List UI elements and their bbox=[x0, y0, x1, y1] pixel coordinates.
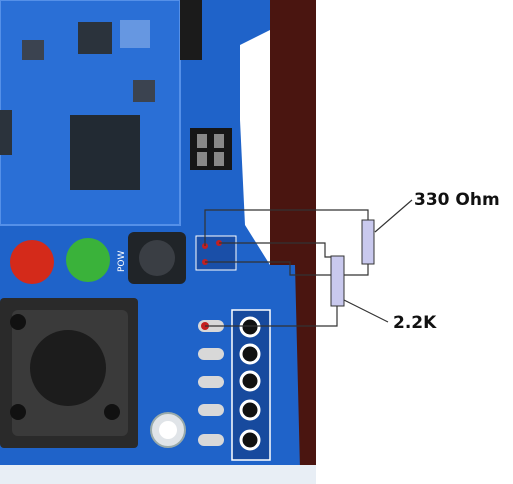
annotation-wires bbox=[204, 199, 413, 327]
button-screw bbox=[10, 314, 26, 330]
bottom-edge bbox=[0, 465, 316, 484]
inductor-core bbox=[139, 240, 175, 276]
module-component bbox=[120, 20, 150, 48]
resistor-label-330: 330 Ohm bbox=[414, 190, 500, 210]
chip-edge bbox=[0, 110, 12, 155]
chip-small-3 bbox=[22, 40, 44, 60]
jumper-pads bbox=[195, 235, 237, 271]
header-pin bbox=[214, 152, 224, 166]
button-screw bbox=[10, 404, 26, 420]
push-button-cap bbox=[30, 330, 106, 406]
mid-header bbox=[190, 128, 232, 170]
red-led bbox=[10, 240, 54, 284]
white-margin bbox=[316, 0, 513, 484]
main-chip bbox=[70, 115, 140, 190]
resistor-label-2k2: 2.2K bbox=[393, 313, 437, 333]
silkscreen-text: POW bbox=[117, 250, 127, 272]
top-header bbox=[180, 0, 202, 60]
header-pin bbox=[197, 134, 207, 148]
green-led bbox=[66, 238, 110, 282]
button-screw bbox=[104, 404, 120, 420]
resistor-symbol-2k2 bbox=[330, 255, 345, 307]
header-pin bbox=[197, 152, 207, 166]
resistor-symbol-330 bbox=[361, 219, 375, 265]
mounting-hole-center bbox=[159, 421, 177, 439]
header-holes bbox=[239, 316, 261, 451]
chip-small-2 bbox=[133, 80, 155, 102]
header-pin bbox=[214, 134, 224, 148]
chip-small-1 bbox=[78, 22, 112, 54]
